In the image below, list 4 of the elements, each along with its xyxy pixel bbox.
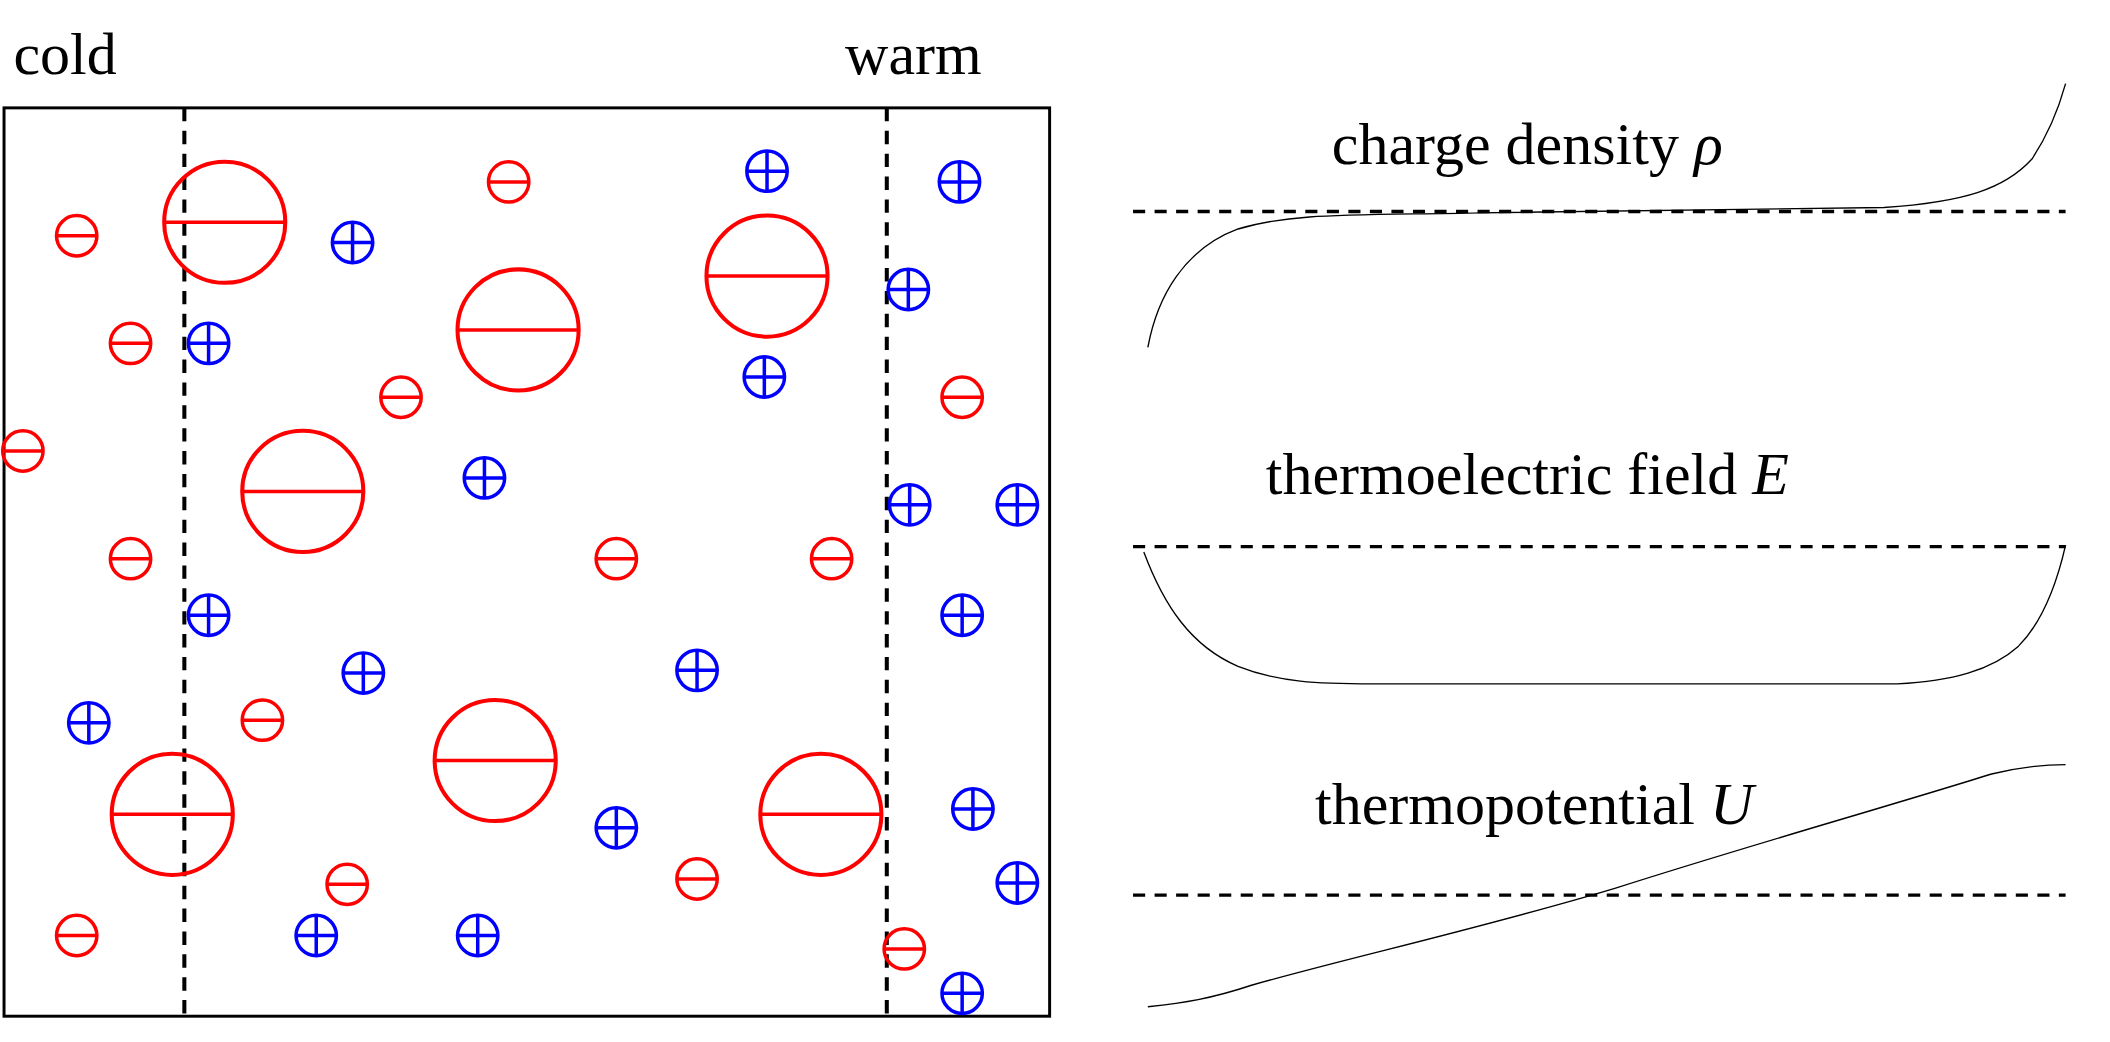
curve-label: charge density ρ xyxy=(1331,114,1723,175)
region-label: warm xyxy=(845,24,982,85)
curve-label: thermoelectric field E xyxy=(1265,444,1789,505)
region-label: cold xyxy=(13,24,117,85)
